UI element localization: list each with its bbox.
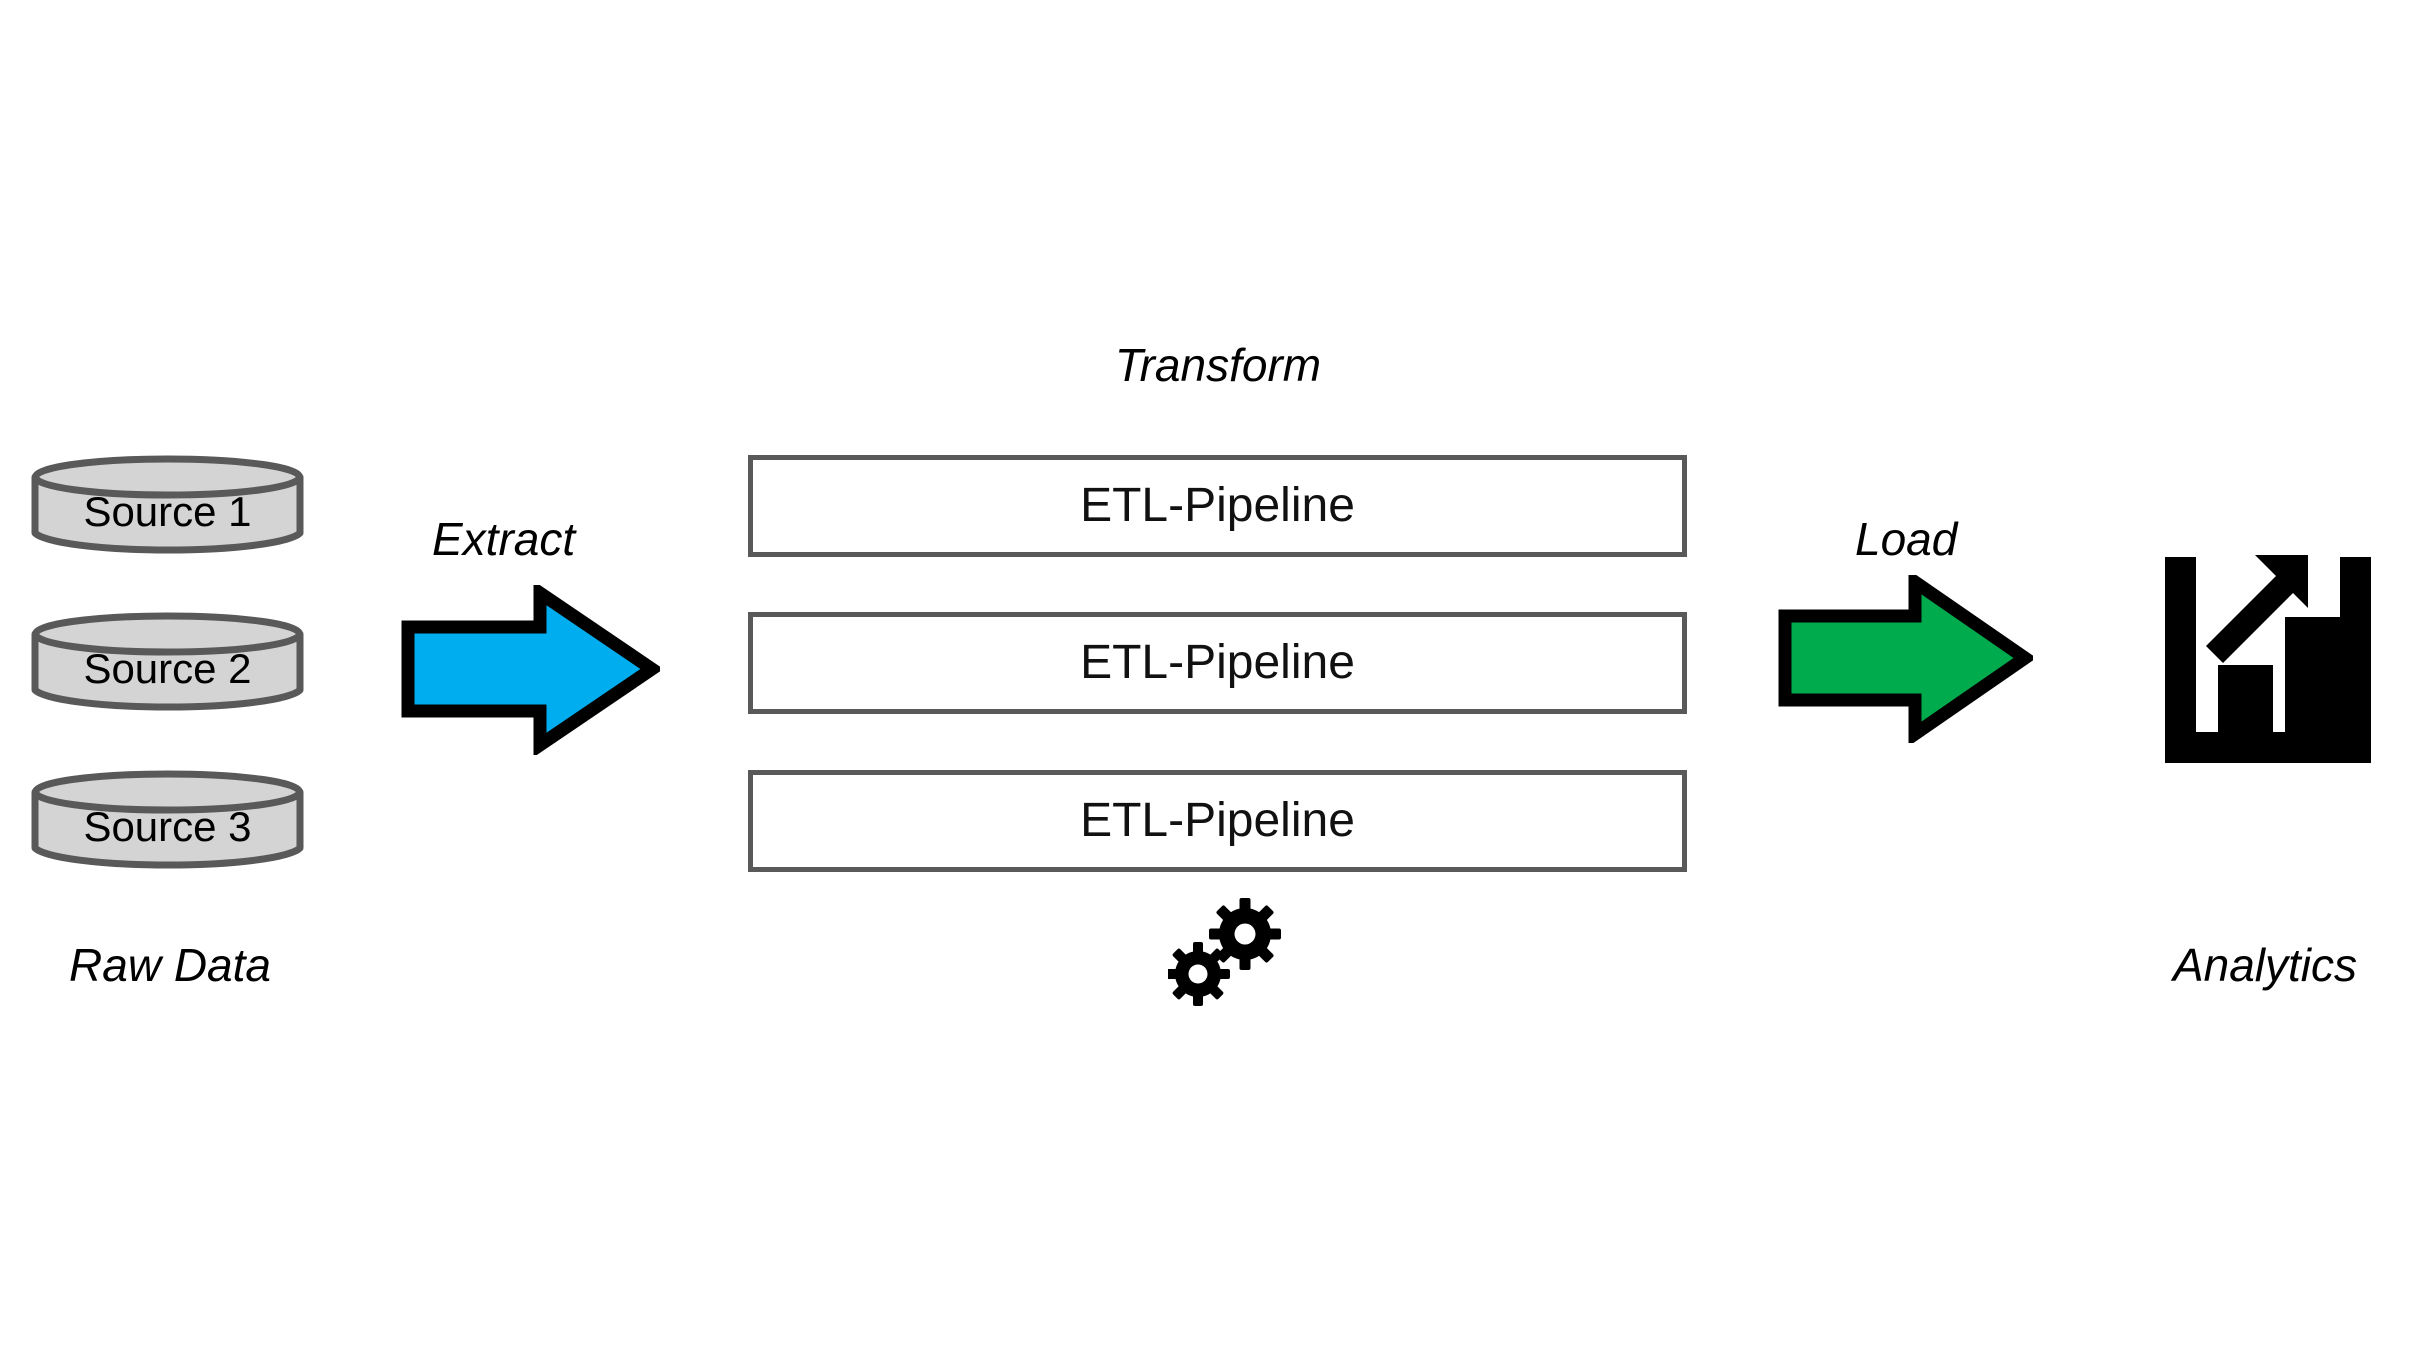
etl-pipeline-label: ETL-Pipeline (1080, 794, 1355, 847)
right-arrow-icon (401, 585, 660, 755)
load-label: Load (1855, 513, 1958, 565)
transform-label: Transform (1114, 339, 1322, 391)
database-cylinder-icon (31, 612, 304, 711)
source-cylinder-label: Source 2 (83, 645, 252, 692)
etl-pipeline-box-3[interactable]: ETL-Pipeline (748, 770, 1687, 872)
database-cylinder-icon (31, 770, 304, 869)
source-cylinder-3[interactable]: Source 3 (30, 770, 305, 870)
source-cylinder-2[interactable]: Source 2 (30, 612, 305, 712)
extract-label: Extract (432, 513, 576, 565)
etl-pipeline-label: ETL-Pipeline (1080, 636, 1355, 689)
database-cylinder-icon (31, 455, 304, 554)
source-cylinder-label: Source 1 (83, 488, 252, 535)
gears-icon (1166, 898, 1281, 1006)
load-arrow[interactable] (1778, 575, 2033, 743)
gears-icon (1166, 898, 1298, 1023)
bar-chart-growth-icon (2165, 555, 2371, 763)
raw-data-caption: Raw Data (69, 939, 271, 991)
source-cylinder-1[interactable]: Source 1 (30, 455, 305, 555)
right-arrow-icon (1778, 575, 2033, 743)
analytics-caption: Analytics (2172, 939, 2358, 991)
etl-pipeline-label: ETL-Pipeline (1080, 479, 1355, 532)
analytics-icon[interactable] (2160, 552, 2375, 772)
source-cylinder-label: Source 3 (83, 803, 252, 850)
extract-arrow[interactable] (400, 585, 660, 755)
etl-pipeline-box-1[interactable]: ETL-Pipeline (748, 455, 1687, 557)
etl-pipeline-box-2[interactable]: ETL-Pipeline (748, 612, 1687, 714)
